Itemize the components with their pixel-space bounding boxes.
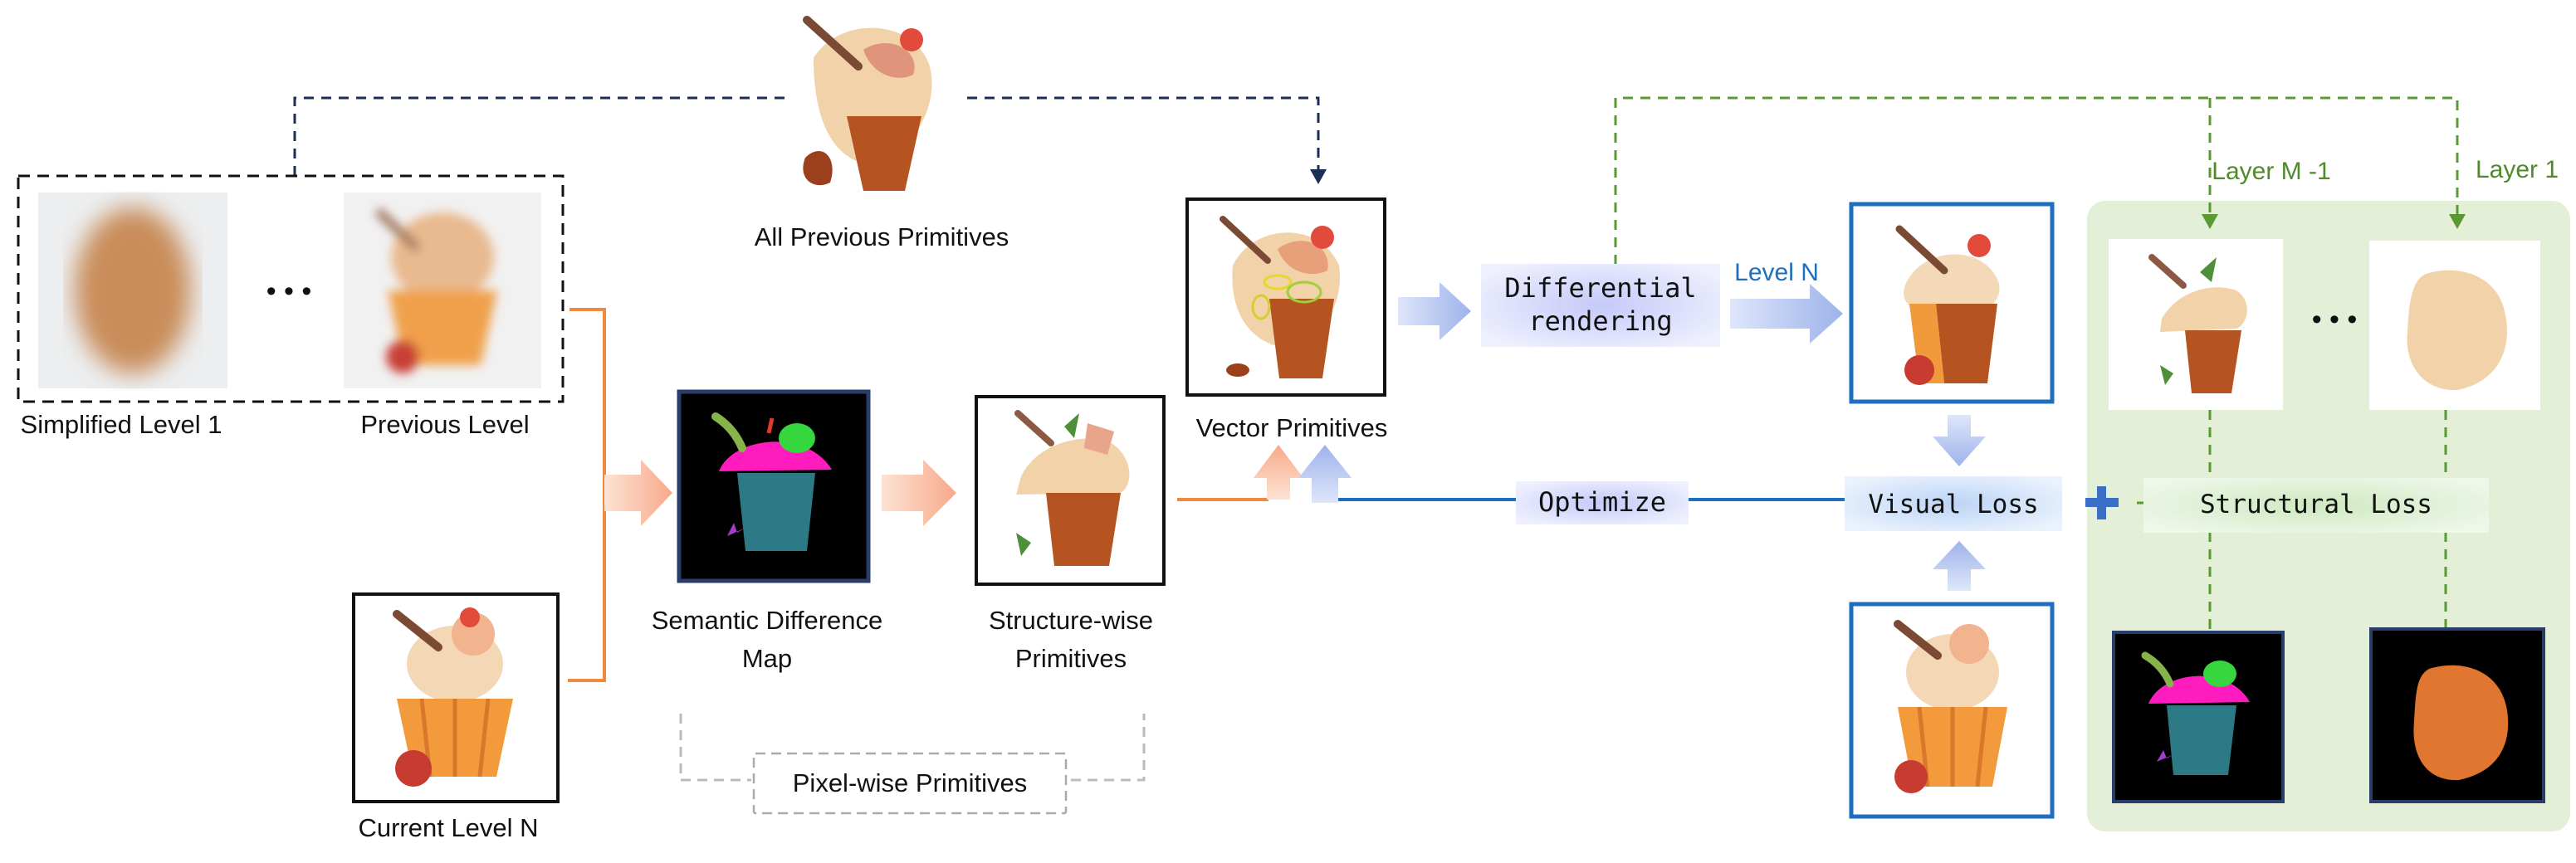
arrow-icon: [882, 460, 956, 526]
structural-loss-bg: [2143, 478, 2489, 533]
previous-levels-box: [17, 174, 565, 403]
layer-feedback-connector: [1614, 96, 2459, 282]
arrow-icon: [1730, 284, 1843, 344]
current-level-label: Current Level N: [358, 813, 538, 842]
arrow-icon: [2449, 214, 2466, 229]
orange-bracket-connector: [568, 308, 606, 682]
ellipsis-icon: • • •: [2312, 304, 2358, 335]
layer-m-cupcake-icon: [2148, 254, 2247, 393]
differential-rendering-bg: [1481, 264, 1720, 347]
arrow-icon: [604, 460, 672, 526]
ellipsis-icon: • • •: [266, 275, 312, 307]
pixel-wise-label: Pixel-wise Primitives: [793, 768, 1027, 797]
arrow-icon: [1933, 415, 1986, 466]
arrow-icon: [1933, 541, 1986, 591]
differential-label-line2: rendering: [1528, 305, 1672, 337]
pixel-wise-connector: [679, 714, 1146, 782]
arrow-icon: [1254, 445, 1303, 500]
pixel-wise-box: [752, 752, 1068, 815]
target-cupcake-icon: [1894, 620, 2007, 793]
vector-primitives-cupcake-icon: [1220, 216, 1341, 378]
layer-1-mask-shape: [2413, 665, 2509, 781]
visual-loss-bg: [1845, 476, 2062, 531]
semantic-label-line1: Semantic Difference: [652, 606, 883, 635]
layer-m-mask-regions: [2141, 651, 2250, 775]
simplified-level-label: Simplified Level 1: [21, 410, 222, 439]
layer-m-label: Layer M -1: [2212, 158, 2330, 185]
structure-label-line1: Structure-wise: [989, 606, 1153, 635]
previous-level-label: Previous Level: [360, 410, 529, 439]
semantic-map-regions: [711, 412, 832, 551]
all-previous-label: All Previous Primitives: [755, 222, 1009, 251]
optimize-label: Optimize: [1538, 486, 1666, 518]
layer-1-label: Layer 1: [2476, 156, 2559, 183]
level-n-cupcake-icon: [1895, 225, 2000, 385]
level-n-label: Level N: [1734, 259, 1819, 286]
structure-wise-cupcake-icon: [1014, 410, 1130, 566]
optimize-bg: [1516, 481, 1689, 524]
previous-level-cupcake-icon: [374, 207, 497, 373]
arrow-icon: [1398, 282, 1471, 340]
structural-loss-label: Structural Loss: [2200, 490, 2432, 519]
current-level-cupcake-icon: [393, 607, 513, 787]
arrow-icon: [2202, 214, 2218, 229]
visual-loss-label: Visual Loss: [1868, 490, 2038, 519]
structure-label-line2: Primitives: [1015, 644, 1127, 673]
differential-label-line1: Differential: [1504, 272, 1696, 304]
all-previous-cupcake-icon: [803, 16, 932, 191]
arrow-icon: [1310, 169, 1327, 184]
layer-1-shape: [2407, 270, 2507, 391]
simplified-level-blob: [75, 207, 191, 373]
semantic-label-line2: Map: [742, 644, 792, 673]
vector-primitives-label: Vector Primitives: [1196, 413, 1388, 442]
arrow-icon: [1298, 445, 1352, 503]
previous-primitives-connector: [293, 96, 1320, 176]
plus-icon: [2085, 486, 2119, 519]
